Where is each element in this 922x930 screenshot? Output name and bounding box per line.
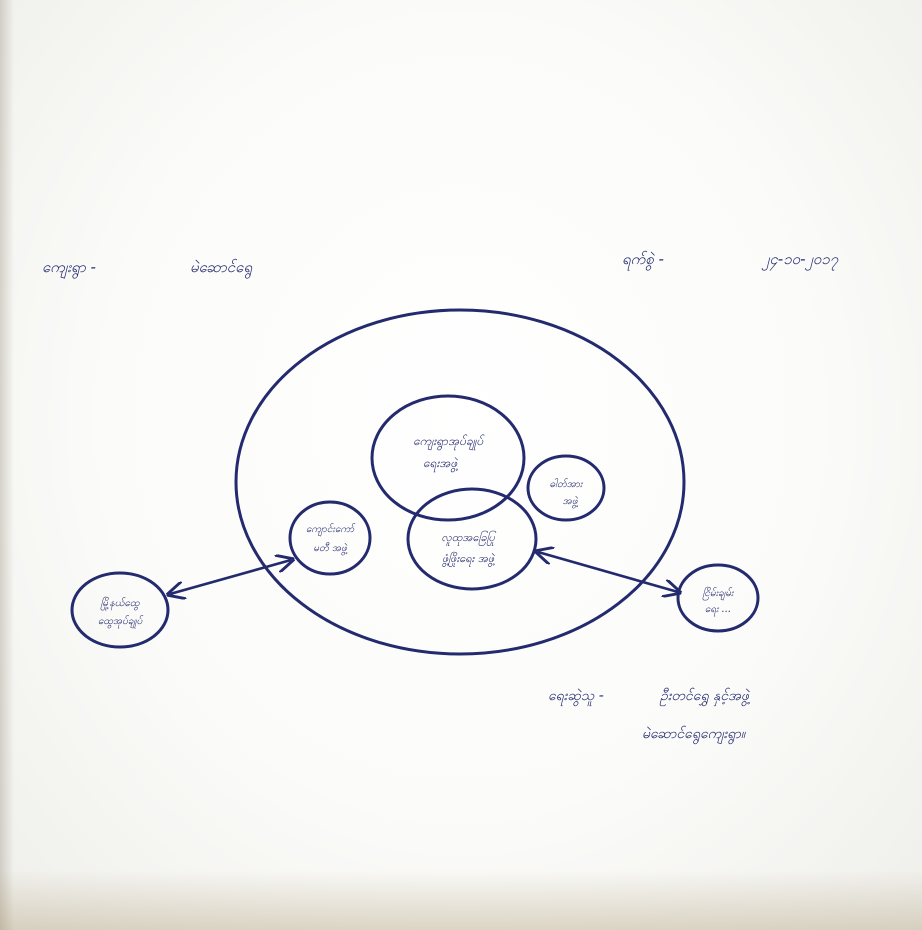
village-label: ကျေးရွာ - bbox=[42, 258, 96, 276]
village-value: မဲဆောင်ရွေ bbox=[190, 258, 253, 276]
outer-left-circle bbox=[70, 571, 170, 649]
core-label-line1: ကျေးရွာအုပ်ချုပ် bbox=[413, 434, 485, 451]
middle-circle bbox=[406, 487, 538, 591]
small-right-label-line2: အဖွဲ့ bbox=[563, 495, 579, 509]
middle-label-line1: လူထုအခြေပြု bbox=[441, 530, 496, 546]
small-right-circle bbox=[526, 454, 606, 522]
small-right-label-line1: ဓါတ်အား bbox=[550, 478, 584, 490]
left-inner-label-line2: မတီ အဖွဲ့ bbox=[313, 542, 348, 556]
drawn-by-label: ရေးဆွဲသူ - bbox=[548, 688, 604, 704]
outer-left-label-line1: မြို့နယ်ထွေ bbox=[101, 596, 141, 611]
middle-label-line2: ဖွံ့ဖြိုးရေး အဖွဲ့ bbox=[442, 551, 496, 567]
date-label: ရက်စွဲ - bbox=[622, 250, 664, 268]
left-link-arrow bbox=[170, 560, 291, 594]
outer-right-label-line2: ရေး ... bbox=[705, 604, 731, 617]
outer-right-label-line1: ငြိမ်းချမ်း bbox=[703, 586, 735, 601]
paper-edge-shadow bbox=[0, 0, 14, 930]
core-label-line2: ရေးအဖွဲ့ bbox=[423, 456, 459, 473]
left-inner-circle bbox=[288, 500, 372, 576]
core-circle bbox=[370, 394, 526, 522]
right-link-arrow bbox=[538, 552, 678, 592]
outer-left-label-line2: ထွေအုပ်ချုပ် bbox=[98, 615, 144, 629]
paper-bottom-shadow bbox=[0, 870, 922, 930]
date-value: ၂၄-၁၀-၂၀၁၇ bbox=[762, 250, 839, 268]
footer-village-line: မဲဆောင်ရွေကျေးရွာ။ bbox=[642, 726, 746, 742]
outer-boundary-circle bbox=[234, 308, 686, 656]
drawn-by-value: ဦးတင်ရွှေ နှင့်အဖွဲ့ bbox=[660, 688, 749, 704]
left-inner-label-line1: ကျောင်းကော် bbox=[306, 523, 356, 537]
